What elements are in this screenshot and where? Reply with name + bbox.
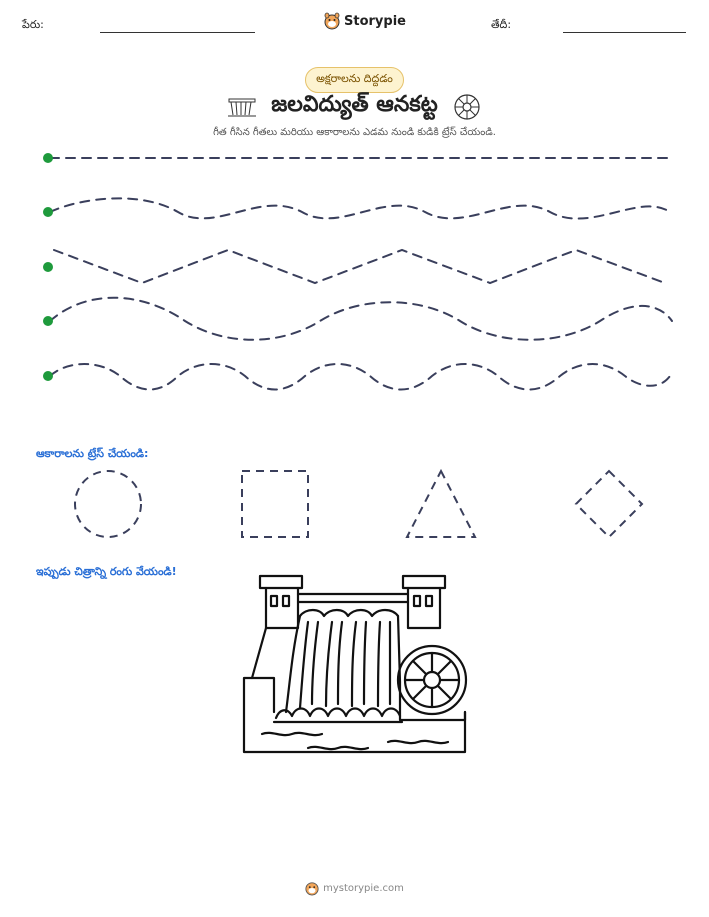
trace-diamond <box>574 469 644 539</box>
dam-icon <box>228 98 257 117</box>
footer-site[interactable]: mystorypie.com <box>323 882 404 894</box>
coloring-section-label: ఇప్పుడు చిత్రాన్ని రంగు వేయండి! <box>36 565 177 578</box>
dam-coloring-image[interactable] <box>240 572 470 764</box>
page-title: జలవిద్యుత్ ఆనకట్ట <box>271 92 438 117</box>
tracing-lines[interactable] <box>0 140 709 400</box>
footer: mystorypie.com <box>0 880 709 896</box>
brand-logo: Storypie <box>324 12 406 30</box>
brand-name: Storypie <box>344 13 406 29</box>
mascot-icon <box>305 882 319 896</box>
instruction-text: గీత గీసిన గీతలు మరియు ఆకారాలను ఎడమ నుండి… <box>213 127 496 138</box>
trace-line-deep-wave <box>49 363 671 391</box>
shapes-section-label: ఆకారాలను ట్రేస్ చేయండి: <box>36 447 149 460</box>
start-dot-3 <box>43 262 53 272</box>
name-line[interactable] <box>100 32 255 33</box>
date-line[interactable] <box>563 32 686 33</box>
start-dot-1 <box>43 153 53 163</box>
start-dot-2 <box>43 207 53 217</box>
trace-line-zigzag <box>53 248 666 285</box>
trace-circle <box>74 470 142 538</box>
title-row: జలవిద్యుత్ ఆనకట్ట <box>0 92 709 122</box>
wheel-icon <box>454 94 480 120</box>
category-pill: అక్షరాలను దిద్దడం <box>305 67 404 93</box>
trace-line-gentle-wave <box>49 197 671 220</box>
start-dot-4 <box>43 316 53 326</box>
start-dot-5 <box>43 371 53 381</box>
trace-line-wave <box>49 296 673 341</box>
tracing-shapes[interactable] <box>0 465 709 545</box>
date-label: తేదీ: <box>491 18 512 31</box>
trace-triangle <box>405 468 477 538</box>
mascot-icon <box>324 12 340 30</box>
name-label: పేరు: <box>22 18 44 31</box>
trace-square <box>241 470 309 538</box>
